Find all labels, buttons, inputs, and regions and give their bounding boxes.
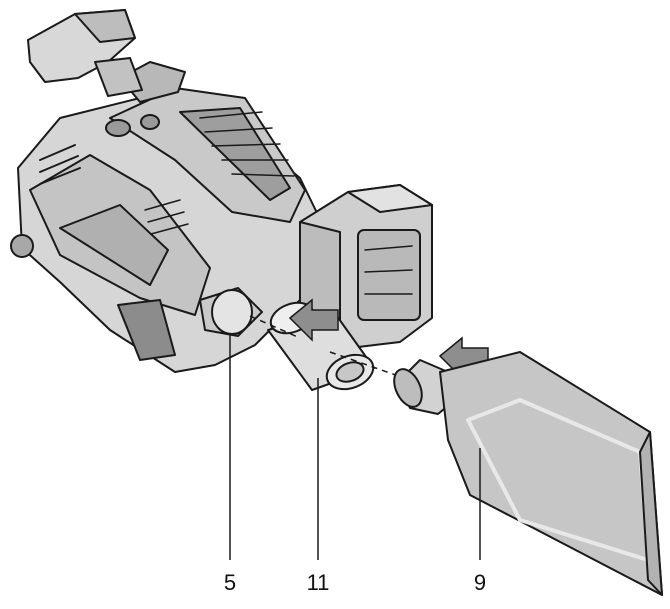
callout-label-5: 5 [224,570,236,595]
callout-label-9: 9 [474,570,486,595]
dust-outlet [199,287,263,337]
dust-bag [393,351,663,596]
front-handle [27,9,143,97]
arrow-adapter-on [288,298,339,342]
callout-label-11: 11 [307,570,330,595]
